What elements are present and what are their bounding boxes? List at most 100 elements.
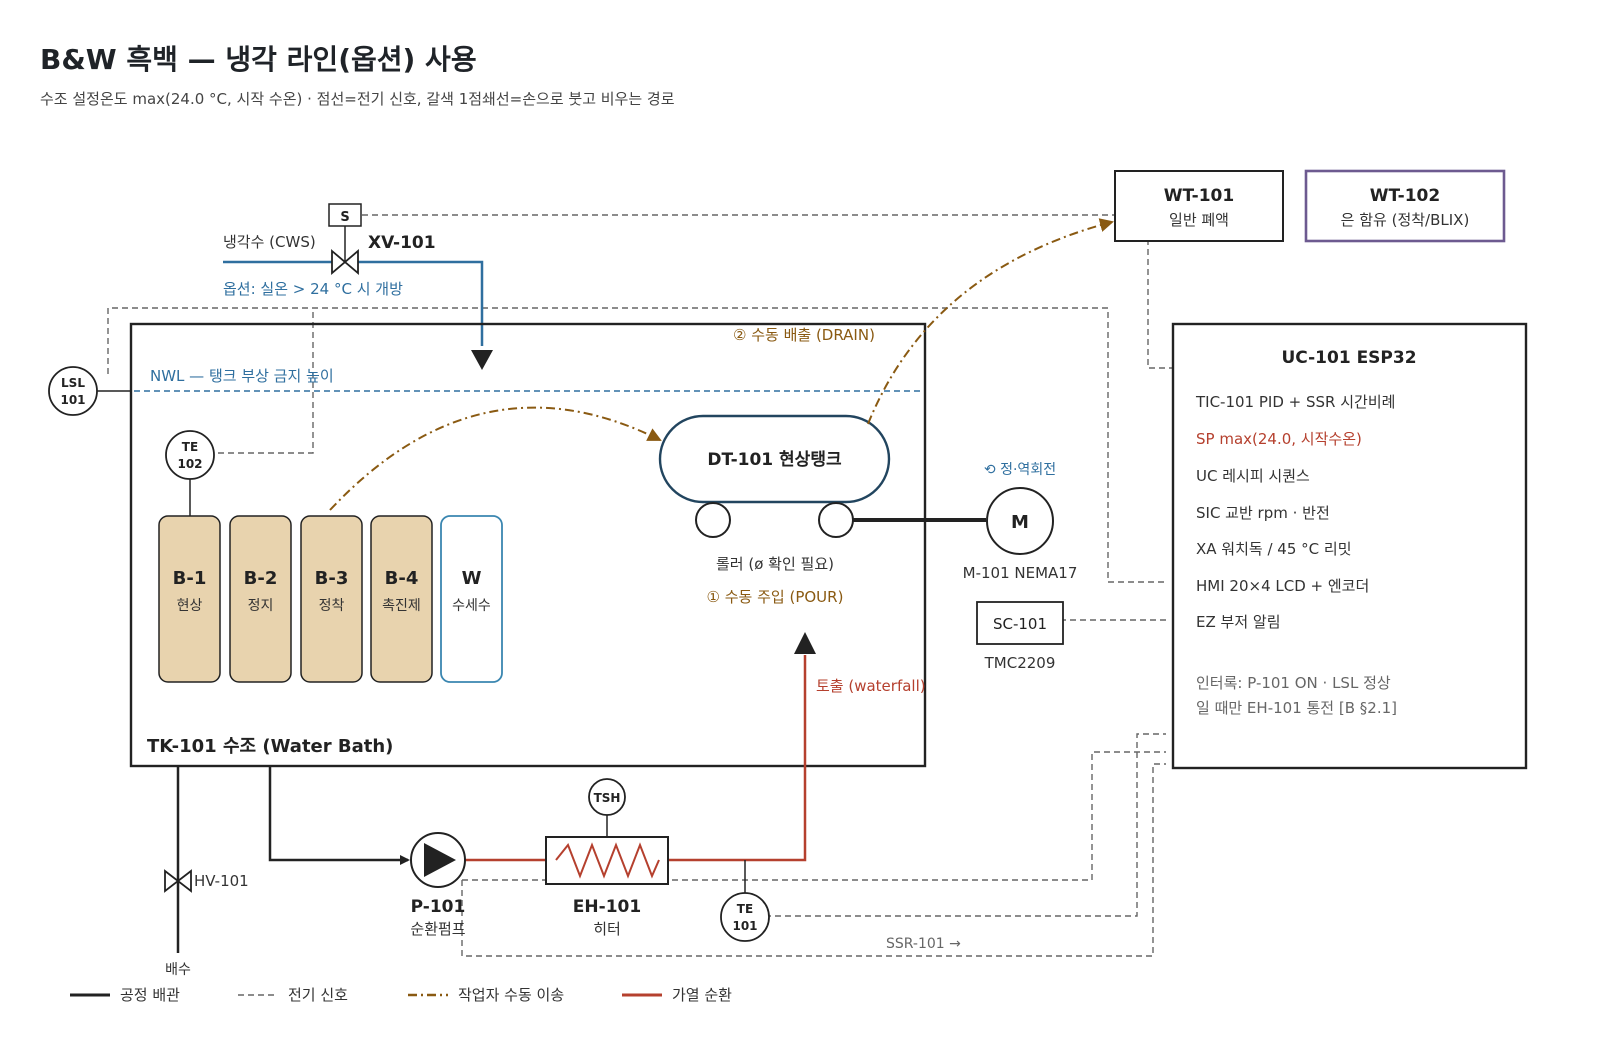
heater-coil-icon (555, 842, 660, 879)
xv101-valve-icon (331, 249, 359, 275)
page-subtitle: 수조 설정온도 max(24.0 °C, 시작 수온) · 점선=전기 신호, … (40, 90, 675, 108)
interlock-line-2: 일 때만 EH-101 통전 [B §2.1] (1196, 699, 1397, 717)
pump-triangle-icon (424, 843, 456, 877)
eh101-desc: 히터 (593, 920, 621, 938)
page-title: B&W 흑백 — 냉각 라인(옵션) 사용 (40, 43, 477, 76)
bottle-b1 (158, 515, 221, 683)
controller-item: EZ 부저 알림 (1196, 613, 1281, 631)
lsl-num: 101 (60, 393, 85, 407)
drain-label: ② 수동 배출 (DRAIN) (733, 326, 875, 344)
interlock-line-1: 인터록: P-101 ON · LSL 정상 (1196, 674, 1391, 692)
signal-lines (107, 214, 1172, 957)
legend-manual-label: 작업자 수동 이송 (458, 986, 564, 1004)
rotation-label: ⟲ 정·역회전 (984, 462, 1056, 478)
tk101-label: TK-101 수조 (Water Bath) (147, 736, 393, 757)
cooling-option-label: 옵션: 실온 > 24 °C 시 개방 (223, 280, 403, 298)
eh101-heater (545, 836, 669, 885)
m101-motor (986, 487, 1054, 555)
controller-item: SP max(24.0, 시작수온) (1196, 430, 1362, 448)
bottle-b2-name: 정지 (248, 598, 274, 614)
bottle-b3-name: 정착 (319, 598, 345, 614)
dt101-tank (658, 414, 891, 504)
signal-pump (461, 763, 1166, 957)
bottle-b2-tag: B-2 (244, 568, 278, 589)
lsl101-instrument (48, 366, 98, 416)
motor-letter: M (1011, 512, 1029, 533)
controller-item: SIC 교반 rpm · 반전 (1196, 504, 1330, 522)
legend-heating-label: 가열 순환 (672, 986, 732, 1004)
bottle-b3 (300, 515, 363, 683)
bath-bottles: B-1 현상 B-2 정지 B-3 정착 B-4 촉진제 W 수세수 (158, 515, 503, 683)
xv101-tag: XV-101 (368, 233, 436, 253)
signal-lsl-to-controller (107, 307, 1166, 583)
te102-num: 102 (177, 457, 202, 471)
te101-num: 101 (732, 919, 757, 933)
signal-solenoid-to-controller (362, 214, 1172, 369)
wt101-tag: WT-101 (1164, 186, 1234, 206)
wt101-box (1114, 170, 1284, 242)
p101-desc: 순환펌프 (410, 920, 465, 938)
lsl-tag: LSL (61, 376, 85, 390)
waterfall-label: 토출 (waterfall) (816, 677, 926, 695)
bottle-b2 (229, 515, 292, 683)
p101-tag: P-101 (411, 897, 466, 917)
bottle-b4-name: 촉진제 (382, 598, 421, 614)
hv101-valve-icon (164, 869, 192, 893)
sc101-desc: TMC2209 (984, 654, 1056, 672)
cooling-pipe (223, 260, 484, 346)
solenoid-box (328, 203, 362, 227)
eh101-tag: EH-101 (573, 897, 641, 917)
legend-signal-label: 전기 신호 (288, 986, 348, 1004)
te102-instrument (165, 430, 215, 480)
hv101-label: HV-101 (194, 872, 249, 890)
te101-tag: TE (737, 902, 753, 916)
bottle-wash-name: 수세수 (452, 598, 491, 614)
drain-out-label: 배수 (165, 962, 191, 978)
controller-items: TIC-101 PID + SSR 시간비례 SP max(24.0, 시작수온… (1195, 393, 1395, 631)
solenoid-letter: S (340, 210, 349, 225)
wt101-desc: 일반 폐액 (1169, 211, 1229, 229)
signal-heater-ssr (462, 751, 1166, 881)
dt101-label: DT-101 현상탱크 (707, 450, 842, 470)
sc101-tag: SC-101 (993, 615, 1047, 633)
nwl-label: NWL — 탱크 부상 금지 높이 (150, 367, 334, 385)
controller-title: UC-101 ESP32 (1281, 348, 1416, 368)
te102-tag: TE (182, 440, 198, 454)
bottle-b3-tag: B-3 (315, 568, 349, 589)
controller-item: XA 워치독 / 45 °C 리밋 (1196, 540, 1352, 558)
sc101-box (976, 601, 1064, 645)
signal-te101 (765, 733, 1166, 917)
cws-label: 냉각수 (CWS) (223, 233, 316, 251)
ssr-label: SSR-101 → (886, 936, 961, 952)
controller-item: UC 레시피 시퀀스 (1196, 467, 1310, 485)
bottle-b1-name: 현상 (177, 598, 203, 614)
te101-instrument (720, 892, 770, 942)
tk101-water-bath (129, 322, 927, 768)
bottle-b4-tag: B-4 (385, 568, 419, 589)
bottle-b4 (370, 515, 433, 683)
roller-left (695, 502, 731, 538)
pump-suction-pipe (268, 766, 410, 865)
wt102-desc: 은 함유 (정착/BLIX) (1341, 211, 1470, 229)
wt102-tag: WT-102 (1370, 186, 1440, 206)
manual-pour-path (329, 406, 662, 511)
tsh-instrument (588, 778, 626, 816)
signal-te102 (218, 308, 314, 454)
cooling-inlet-arrow (471, 350, 493, 370)
waterfall-outlet-arrow (794, 632, 816, 654)
manual-drain-path (867, 218, 1114, 425)
tsh-tag: TSH (594, 791, 621, 805)
controller-item: TIC-101 PID + SSR 시간비례 (1195, 393, 1395, 411)
uc101-controller (1171, 322, 1528, 770)
bottle-b1-tag: B-1 (173, 568, 207, 589)
heating-pipe (465, 655, 807, 862)
wt102-box (1304, 169, 1506, 243)
bottle-wash (440, 515, 503, 683)
controller-item: HMI 20×4 LCD + 엔코더 (1196, 577, 1369, 595)
roller-label: 롤러 (ø 확인 필요) (716, 555, 834, 573)
bottle-wash-tag: W (462, 568, 482, 589)
legend-process-label: 공정 배관 (120, 986, 180, 1004)
motor-label: M-101 NEMA17 (963, 564, 1078, 582)
